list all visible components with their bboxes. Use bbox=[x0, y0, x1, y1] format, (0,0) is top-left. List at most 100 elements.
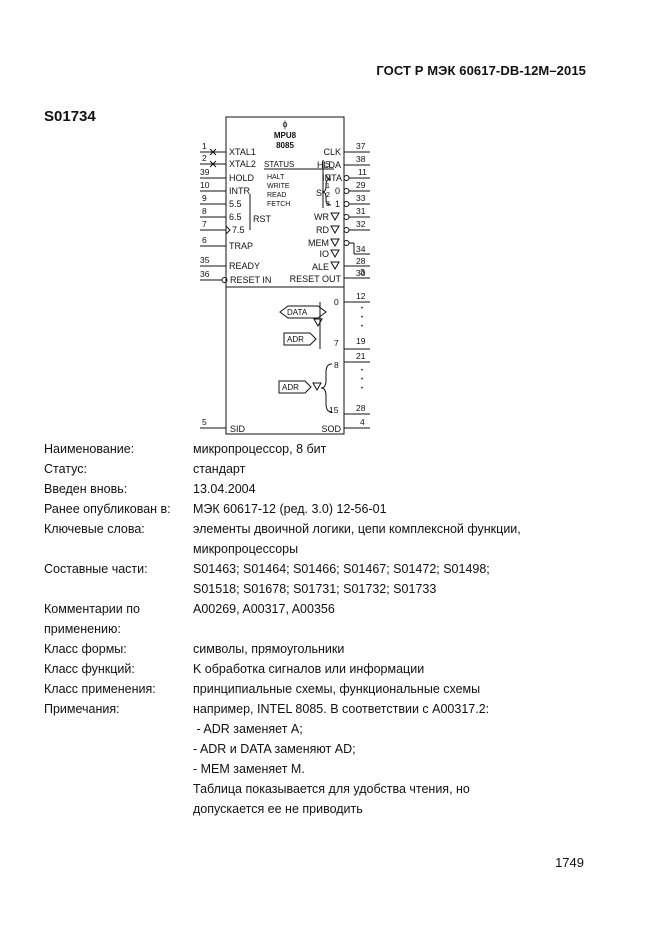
data-arrow bbox=[279, 305, 327, 319]
attribute-value-line: допускается ее не приводить bbox=[193, 802, 363, 816]
ellipsis-dot: • bbox=[361, 377, 363, 383]
status-title: STATUS bbox=[264, 160, 294, 169]
pin-number: 2 bbox=[202, 153, 207, 163]
status-num: 1 bbox=[326, 183, 330, 190]
pin-number: 6 bbox=[202, 235, 207, 245]
status-item: HALT bbox=[267, 174, 285, 181]
pin-number: 3 bbox=[360, 267, 365, 277]
status-item: READ bbox=[267, 192, 286, 199]
s-brace-label: S bbox=[316, 188, 322, 198]
attribute-value: МЭК 60617-12 (ред. 3.0) 12-56-01 bbox=[193, 499, 614, 519]
attribute-row: Комментарии по применению:A00269, A00317… bbox=[44, 599, 614, 639]
attribute-row: Ключевые слова: элементы двоичной логики,… bbox=[44, 519, 614, 559]
pin-label-ready: READY bbox=[229, 261, 260, 271]
attribute-value-line: микропроцессоры bbox=[193, 542, 299, 556]
attribute-value-line: Таблица показывается для удобства чтения… bbox=[193, 782, 470, 796]
attribute-value-line: 13.04.2004 bbox=[193, 482, 256, 496]
pin-label-xtal2: XTAL2 bbox=[229, 159, 256, 169]
pin-label-xtal1: XTAL1 bbox=[229, 147, 256, 157]
pin-label-clk: CLK bbox=[323, 147, 341, 157]
pin-label-hold: HOLD bbox=[229, 173, 255, 183]
attribute-row: Примечания: например, INTEL 8085. В соотв… bbox=[44, 699, 614, 819]
attribute-value-line: - MEM заменяет M. bbox=[193, 762, 305, 776]
pin-number: 1 bbox=[202, 141, 207, 151]
attribute-row: Составные части: S01463; S01464; S01466; … bbox=[44, 559, 614, 599]
pin-number: 30 bbox=[356, 268, 366, 278]
pin-label-ale: ALE bbox=[312, 262, 329, 272]
attribute-value: S01463; S01464; S01466; S01467; S01472; … bbox=[193, 559, 614, 599]
attribute-value-line: S01463; S01464; S01466; S01467; S01472; … bbox=[193, 562, 490, 576]
pin-number: 28 bbox=[356, 256, 366, 266]
pin-number: 34 bbox=[356, 244, 366, 254]
attribute-row: Наименование: микропроцессор, 8 бит bbox=[44, 439, 614, 459]
pin-number: 9 bbox=[202, 193, 207, 203]
pin-label-sod: SOD bbox=[321, 424, 341, 434]
status-num: 2 bbox=[326, 192, 330, 199]
attribute-value-line: принципиальные схемы, функциональные схе… bbox=[193, 682, 481, 696]
data-block bbox=[225, 286, 345, 435]
pin-label-reset-out: RESET OUT bbox=[290, 274, 342, 284]
attribute-row: Статус: стандарт bbox=[44, 459, 614, 479]
status-s: S bbox=[325, 160, 330, 169]
attribute-row: Класс функций: K обработка сигналов или и… bbox=[44, 659, 614, 679]
attribute-value: стандарт bbox=[193, 459, 614, 479]
attribute-row: Ранее опубликован в:МЭК 60617-12 (ред. 3… bbox=[44, 499, 614, 519]
attribute-label: Класс применения: bbox=[44, 682, 156, 696]
adr-bus-label: ADR bbox=[287, 335, 304, 344]
pin-label-mem: MEM bbox=[308, 238, 329, 248]
pin-number: 31 bbox=[356, 206, 366, 216]
attribute-value-line: микропроцессор, 8 бит bbox=[193, 442, 327, 456]
pin-label-s0: 0 bbox=[335, 186, 340, 196]
attribute-label: Статус: bbox=[44, 462, 87, 476]
attribute-value-line: A00269, A00317, A00356 bbox=[193, 602, 335, 616]
document-header: ГОСТ Р МЭК 60617-DB-12M–2015 bbox=[376, 63, 586, 78]
status-item: WRITE bbox=[267, 183, 290, 190]
attribute-value: элементы двоичной логики, цепи комплексн… bbox=[193, 519, 614, 559]
pin-label-6-5: 6.5 bbox=[229, 212, 242, 222]
attribute-value: микропроцессор, 8 бит bbox=[193, 439, 614, 459]
attribute-value: например, INTEL 8085. В соответствии с A… bbox=[193, 699, 614, 819]
pin-number: 12 bbox=[356, 291, 366, 301]
attribute-label: Ключевые слова: bbox=[44, 522, 145, 536]
bus-index: 0 bbox=[334, 297, 339, 307]
pin-number: 37 bbox=[356, 141, 366, 151]
attribute-value-line: стандарт bbox=[193, 462, 246, 476]
pin-label-hlda: HLDA bbox=[317, 160, 341, 170]
attribute-label: Наименование: bbox=[44, 442, 135, 456]
phi-symbol: ϕ bbox=[282, 119, 287, 129]
attribute-value-line: символы, прямоугольники bbox=[193, 642, 345, 656]
pin-label-s1: 1 bbox=[335, 199, 340, 209]
status-num: 3 bbox=[326, 201, 330, 208]
adr-arrow bbox=[283, 332, 317, 346]
pin-number: 35 bbox=[200, 255, 210, 265]
attribute-label: Примечания: bbox=[44, 702, 120, 716]
pin-label-trap: TRAP bbox=[229, 241, 253, 251]
pin-number: 38 bbox=[356, 154, 366, 164]
pin-label-reset-in: RESET IN bbox=[230, 275, 271, 285]
pin-number: 19 bbox=[356, 336, 366, 346]
attribute-value: K обработка сигналов или информации bbox=[193, 659, 614, 679]
symbol-title-2: 8085 bbox=[276, 141, 294, 150]
pin-number: 7 bbox=[202, 219, 207, 229]
status-num: 0 bbox=[326, 174, 330, 181]
ellipsis-dot: • bbox=[361, 315, 363, 321]
symbol-title-1: MPU8 bbox=[274, 131, 297, 140]
bus-index: 8 bbox=[334, 360, 339, 370]
status-item: FETCH bbox=[267, 201, 290, 208]
attribute-label: Класс функций: bbox=[44, 662, 135, 676]
attribute-value-line: K обработка сигналов или информации bbox=[193, 662, 425, 676]
pin-label-intr: INTR bbox=[229, 186, 250, 196]
mpu8-symbol-svg: ϕ MPU8 8085 STATUS S HALT WRITE READ FET… bbox=[200, 116, 370, 435]
attribute-value: символы, прямоугольники bbox=[193, 639, 614, 659]
pin-number: 33 bbox=[356, 193, 366, 203]
bus-index: 7 bbox=[334, 338, 339, 348]
data-bus-label: DATA bbox=[287, 308, 308, 317]
pin-number: 28 bbox=[356, 403, 366, 413]
pin-label-wr: WR bbox=[314, 212, 329, 222]
adr2-arrow bbox=[278, 380, 312, 394]
attribute-label: Составные части: bbox=[44, 562, 148, 576]
pin-number: 4 bbox=[360, 417, 365, 427]
symbol-id: S01734 bbox=[44, 108, 96, 125]
pin-number: 8 bbox=[202, 206, 207, 216]
